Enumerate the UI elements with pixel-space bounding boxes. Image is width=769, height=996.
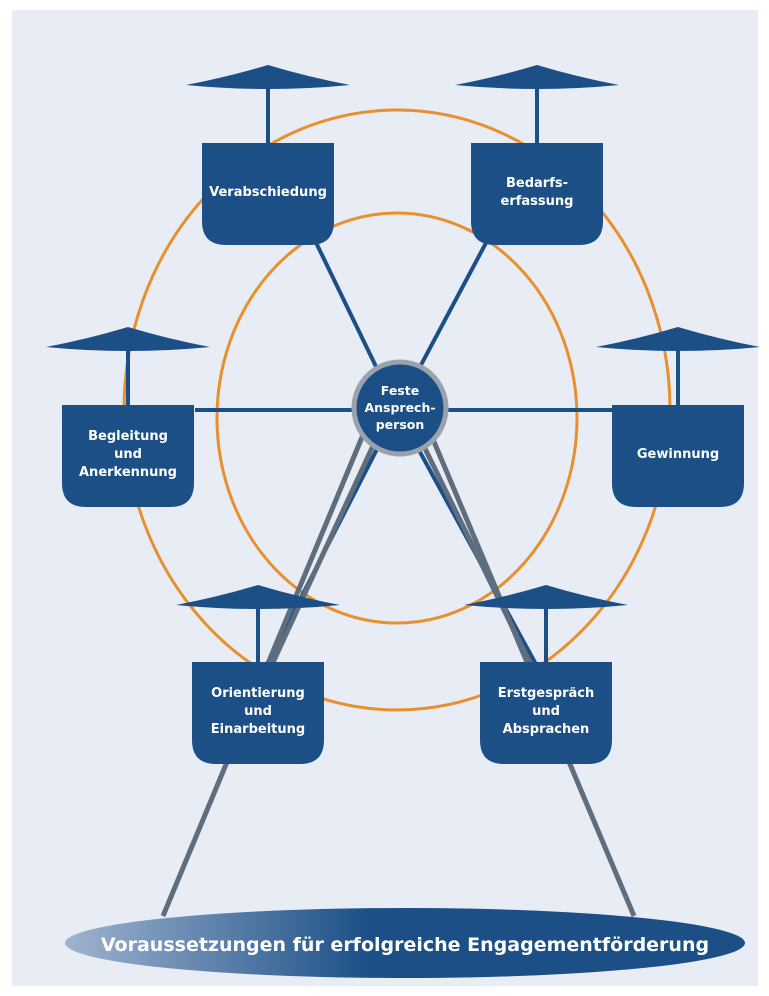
gondola-gewinnung: Gewinnung [596, 327, 760, 507]
gondola-cabin [192, 662, 324, 764]
gondola-label: Gewinnung [637, 447, 719, 462]
base-ellipse [65, 908, 745, 978]
label-line: Anerkennung [79, 465, 177, 480]
label-line: erfassung [501, 194, 574, 209]
label-line: und [244, 704, 272, 719]
label-line: Absprachen [503, 722, 590, 737]
label-line: Gewinnung [637, 447, 719, 462]
gondola-cabin [202, 143, 334, 245]
umbrella-roof [176, 585, 340, 609]
hub-circle [351, 359, 449, 457]
umbrella-roof [596, 327, 760, 351]
label-line: person [376, 417, 425, 432]
label-line: und [114, 447, 142, 462]
gondola-label: Bedarfs-erfassung [501, 176, 574, 209]
label-line: und [532, 704, 560, 719]
label-line: Ansprech- [364, 400, 435, 415]
gondola-cabin [480, 662, 612, 764]
gondola-cabin [62, 405, 194, 507]
gondola-cabin [471, 143, 603, 245]
label-line: Orientierung [211, 686, 305, 701]
gondola-cabin [612, 405, 744, 507]
gondolas: Verabschiedung Bedarfs-erfassungBegleitun… [46, 65, 760, 764]
label-line: Verabschiedung [209, 185, 327, 200]
gondola-verabschiedung: Verabschiedung [186, 65, 350, 245]
gondola-label: Verabschiedung [209, 185, 327, 200]
label-line: Begleitung [88, 429, 168, 444]
umbrella-roof [464, 585, 628, 609]
gondola-bedarfserfassung: Bedarfs-erfassung [455, 65, 619, 245]
label-line: Bedarfs- [506, 176, 568, 191]
umbrella-roof [455, 65, 619, 89]
label-line: Erstgespräch [498, 686, 595, 701]
label-line: Einarbeitung [211, 722, 305, 737]
label-line: Feste [381, 383, 419, 398]
umbrella-roof [46, 327, 210, 351]
base-label: Voraussetzungen für erfolgreiche Engagem… [101, 934, 709, 956]
inner-rim [215, 211, 579, 625]
umbrella-roof [186, 65, 350, 89]
base-platform: Voraussetzungen für erfolgreiche Engagem… [65, 908, 745, 978]
